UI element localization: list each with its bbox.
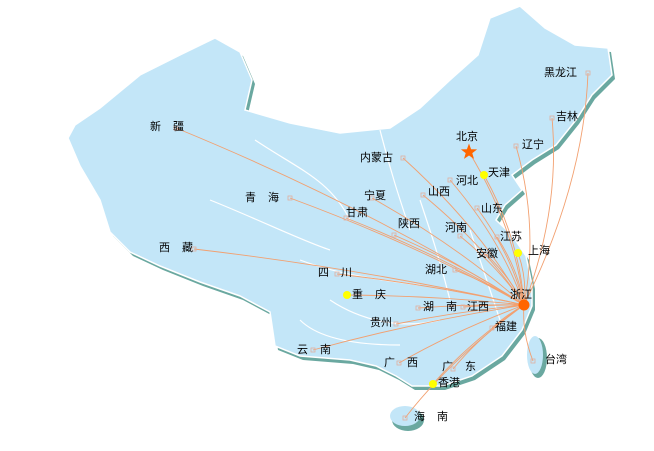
flow-line-guizhou xyxy=(395,304,525,325)
region-label-hebei: 河北 xyxy=(456,174,478,187)
region-label-sichuan: 四川 xyxy=(318,266,364,279)
province-marker-icon xyxy=(447,177,453,183)
province-marker-icon xyxy=(483,251,489,257)
region-label-jiangsu: 江苏 xyxy=(500,230,522,243)
province-marker-icon xyxy=(415,305,421,311)
region-label-tianjin: 天津 xyxy=(488,166,510,179)
flow-line-beijing xyxy=(468,151,525,306)
region-label-liaoning: 辽宁 xyxy=(522,138,544,151)
city-marker-icon xyxy=(343,291,351,299)
region-label-shanghai: 上海 xyxy=(528,244,550,257)
flow-line-hubei xyxy=(454,269,525,306)
province-marker-icon xyxy=(287,195,293,201)
province-marker-icon xyxy=(530,358,536,364)
region-label-beijing: 北京 xyxy=(456,130,478,143)
region-label-hubei: 湖北 xyxy=(425,263,447,276)
province-border xyxy=(379,129,411,231)
city-marker-icon xyxy=(514,249,522,257)
flow-line-tianjin xyxy=(483,174,525,306)
region-label-ningxia: 宁夏 xyxy=(364,189,386,202)
region-label-hunan: 湖南 xyxy=(423,300,469,313)
province-border xyxy=(254,139,351,221)
flow-line-hebei xyxy=(449,179,525,306)
region-label-hainan: 海南 xyxy=(414,410,460,423)
province-border xyxy=(299,319,401,346)
province-marker-icon xyxy=(513,143,519,149)
region-label-xizang: 西藏 xyxy=(159,241,205,254)
flow-line-henan xyxy=(459,235,525,306)
flow-line-liaoning xyxy=(515,145,531,306)
city-marker-icon xyxy=(480,171,488,179)
province-marker-icon xyxy=(450,366,456,372)
province-marker-icon xyxy=(310,347,316,353)
province-marker-icon xyxy=(460,304,466,310)
flow-line-shandong xyxy=(476,207,525,306)
flow-line-qinghai xyxy=(289,197,525,306)
region-label-zhejiang: 浙江 xyxy=(510,288,532,301)
region-markers xyxy=(173,70,591,421)
flow-line-heilongjiang xyxy=(523,72,589,306)
flow-line-jilin xyxy=(523,117,555,306)
origin-marker-icon xyxy=(518,299,530,311)
region-label-taiwan: 台湾 xyxy=(545,353,567,366)
province-marker-icon xyxy=(191,246,197,252)
region-label-gansu: 甘肃 xyxy=(346,206,368,219)
region-label-qinghai: 青海 xyxy=(245,191,291,204)
province-marker-icon xyxy=(369,195,375,201)
region-label-shanxi: 山西 xyxy=(428,185,450,198)
flow-line-ningxia xyxy=(371,197,525,306)
region-label-shandong: 山东 xyxy=(481,202,503,215)
region-label-guangxi: 广西 xyxy=(384,356,430,369)
province-marker-icon xyxy=(420,192,426,198)
province-marker-icon xyxy=(400,155,406,161)
flow-line-jiangsu xyxy=(496,236,525,306)
province-marker-icon xyxy=(402,415,408,421)
province-marker-icon xyxy=(585,70,591,76)
region-label-anhui: 安徽 xyxy=(476,247,498,260)
flow-lines xyxy=(175,72,589,419)
region-label-heilongjiang: 黑龙江 xyxy=(544,66,577,79)
capital-star-icon xyxy=(460,143,478,159)
province-marker-icon xyxy=(474,205,480,211)
province-marker-icon xyxy=(549,115,555,121)
region-label-guangdong: 广东 xyxy=(442,360,488,373)
flow-line-sichuan xyxy=(336,273,525,306)
region-label-yunnan: 云南 xyxy=(297,343,343,356)
china-landmass xyxy=(67,5,615,431)
flow-line-yunnan xyxy=(312,304,525,351)
province-border xyxy=(209,199,331,251)
province-marker-icon xyxy=(452,267,458,273)
region-label-neimenggu: 内蒙古 xyxy=(360,151,393,164)
flow-line-chongqing xyxy=(346,294,525,306)
taiwan-island xyxy=(527,336,543,374)
region-label-shaanxi: 陕西 xyxy=(398,217,420,230)
region-label-fujian: 福建 xyxy=(495,320,517,333)
province-marker-icon xyxy=(457,233,463,239)
province-marker-icon xyxy=(396,360,402,366)
province-marker-icon xyxy=(391,232,397,238)
province-marker-icon xyxy=(494,234,500,240)
region-label-henan: 河南 xyxy=(445,221,467,234)
province-marker-icon xyxy=(173,125,179,131)
region-label-jiangxi: 江西 xyxy=(467,300,489,313)
flow-line-xianggang xyxy=(432,304,525,385)
region-label-guizhou: 贵州 xyxy=(370,316,392,329)
province-marker-icon xyxy=(343,215,349,221)
province-marker-icon xyxy=(393,321,399,327)
flow-line-shaanxi xyxy=(393,234,525,306)
province-border xyxy=(469,229,501,321)
province-marker-icon xyxy=(489,325,495,331)
flow-line-hainan xyxy=(404,304,525,419)
region-label-chongqing: 重庆 xyxy=(352,288,398,301)
province-marker-icon xyxy=(334,271,340,277)
china-mainland xyxy=(67,5,613,387)
flow-line-guangxi xyxy=(398,304,525,364)
region-label-xinjiang: 新疆 xyxy=(150,120,196,133)
region-label-xianggang: 香港 xyxy=(438,376,460,389)
region-label-jilin: 吉林 xyxy=(556,110,578,123)
province-border xyxy=(419,199,451,301)
city-marker-icon xyxy=(429,380,437,388)
